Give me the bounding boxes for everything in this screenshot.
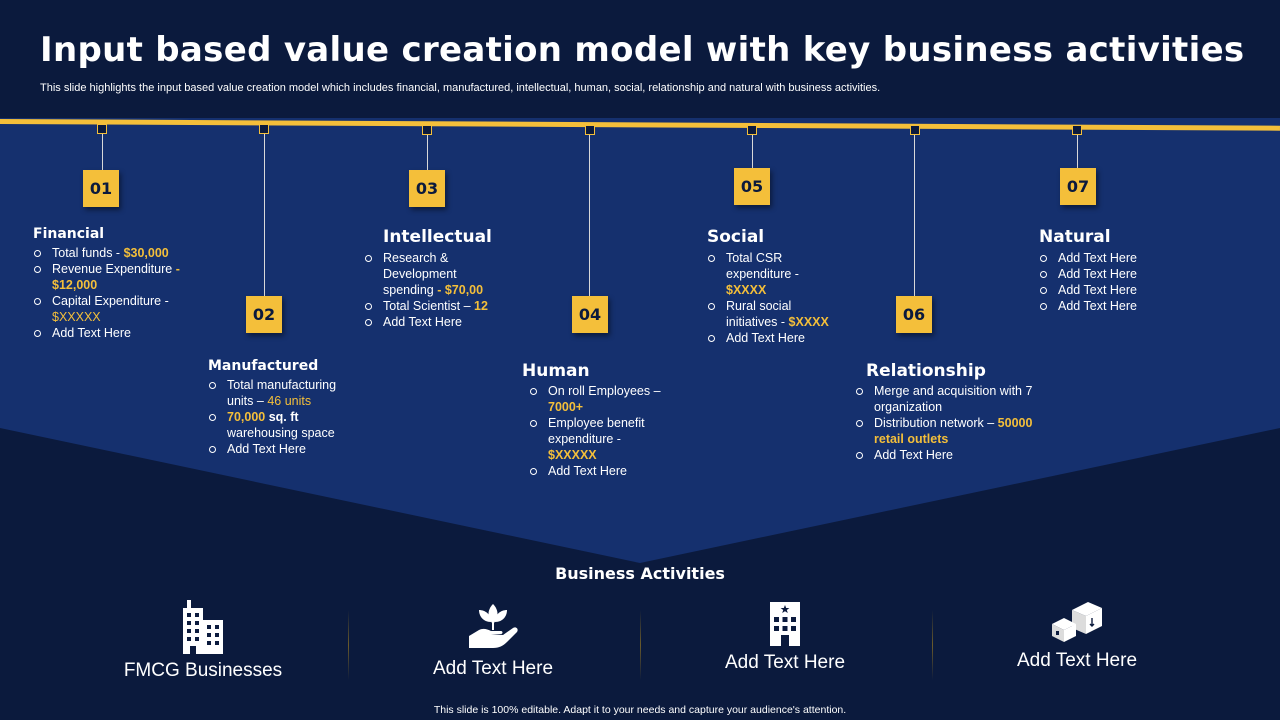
rail-node-06 — [910, 125, 920, 135]
natural-item-4: Add Text Here — [1039, 298, 1179, 314]
social-item-3: Add Text Here — [707, 330, 842, 346]
step-number-02: 02 — [246, 296, 282, 333]
intellectual-item-3: Add Text Here — [364, 314, 504, 330]
rail-node-03 — [422, 125, 432, 135]
human-item-2: Employee benefit expenditure - $XXXXX — [529, 415, 672, 463]
section-social: Social Total CSR expenditure - $XXXX Rur… — [707, 227, 842, 346]
step-number-03: 03 — [409, 170, 445, 207]
financial-item-2: Revenue Expenditure - $12,000 — [33, 261, 188, 293]
divider-2 — [640, 610, 641, 680]
section-human: Human On roll Employees – 7000+ Employee… — [522, 361, 672, 479]
relationship-item-1: Merge and acquisition with 7 organizatio… — [855, 383, 1040, 415]
section-manufactured: Manufactured Total manufacturing units –… — [208, 358, 358, 457]
activity-2: Add Text Here — [378, 598, 608, 680]
step-number-04: 04 — [572, 296, 608, 333]
financial-item-3: Capital Expenditure - $XXXXX — [33, 293, 188, 325]
manufactured-item-2: 70,000 sq. ft warehousing space — [208, 409, 358, 441]
activity-label-4: Add Text Here — [1016, 650, 1138, 671]
activity-label-2: Add Text Here — [432, 658, 554, 679]
activity-4: Add Text Here — [962, 600, 1192, 672]
manufactured-item-3: Add Text Here — [208, 441, 358, 457]
section-title-relationship: Relationship — [866, 361, 986, 381]
connector-03 — [427, 135, 428, 170]
step-number-05: 05 — [734, 168, 770, 205]
footer-note: This slide is 100% editable. Adapt it to… — [433, 704, 847, 716]
financial-item-4: Add Text Here — [33, 325, 188, 341]
step-number-01: 01 — [83, 170, 119, 207]
section-financial: Financial Total funds - $30,000 Revenue … — [33, 226, 188, 341]
manufactured-item-1: Total manufacturing units – 46 units — [208, 377, 358, 409]
section-title-human: Human — [522, 361, 590, 381]
activity-label-1: FMCG Businesses — [123, 660, 283, 681]
connector-06 — [914, 135, 915, 296]
relationship-item-2: Distribution network – 50000 retail outl… — [855, 415, 1040, 447]
section-title-intellectual: Intellectual — [383, 227, 492, 247]
section-intellectual: Intellectual Research & Development spen… — [364, 227, 504, 330]
natural-item-3: Add Text Here — [1039, 282, 1179, 298]
activity-label-3: Add Text Here — [724, 652, 846, 673]
divider-3 — [932, 610, 933, 680]
activity-fmcg: FMCG Businesses — [88, 598, 318, 682]
boxes-icon — [1052, 602, 1102, 642]
connector-02 — [264, 134, 265, 296]
hand-plant-icon — [469, 604, 518, 648]
human-item-1: On roll Employees – 7000+ — [529, 383, 672, 415]
office-buildings-icon — [183, 600, 223, 654]
section-title-social: Social — [707, 227, 765, 247]
business-activities-title: Business Activities — [555, 564, 725, 583]
social-item-1: Total CSR expenditure - $XXXX — [707, 250, 842, 298]
activity-3: Add Text Here — [670, 602, 900, 674]
social-item-2: Rural social initiatives - $XXXX — [707, 298, 842, 330]
connector-05 — [752, 135, 753, 168]
intellectual-item-2: Total Scientist – 12 — [364, 298, 504, 314]
connector-04 — [589, 135, 590, 296]
relationship-item-3: Add Text Here — [855, 447, 1040, 463]
rail-node-01 — [97, 124, 107, 134]
rail-node-02 — [259, 124, 269, 134]
human-item-3: Add Text Here — [529, 463, 672, 479]
hotel-building-icon — [770, 602, 800, 646]
slide-title: Input based value creation model with ke… — [40, 30, 1245, 70]
natural-item-1: Add Text Here — [1039, 250, 1179, 266]
natural-item-2: Add Text Here — [1039, 266, 1179, 282]
financial-item-1: Total funds - $30,000 — [33, 245, 188, 261]
step-number-07: 07 — [1060, 168, 1096, 205]
rail-node-07 — [1072, 125, 1082, 135]
slide-subtitle: This slide highlights the input based va… — [40, 82, 881, 94]
rail-node-05 — [747, 125, 757, 135]
section-title-manufactured: Manufactured — [208, 358, 319, 374]
section-title-financial: Financial — [33, 226, 105, 242]
rail-node-04 — [585, 125, 595, 135]
connector-07 — [1077, 135, 1078, 168]
divider-1 — [348, 610, 349, 680]
section-title-natural: Natural — [1039, 227, 1111, 247]
intellectual-item-1: Research & Development spending - $70,00 — [364, 250, 504, 298]
step-number-06: 06 — [896, 296, 932, 333]
section-natural: Natural Add Text Here Add Text Here Add … — [1039, 227, 1179, 314]
section-relationship: Relationship Merge and acquisition with … — [855, 361, 1040, 463]
connector-01 — [102, 134, 103, 170]
